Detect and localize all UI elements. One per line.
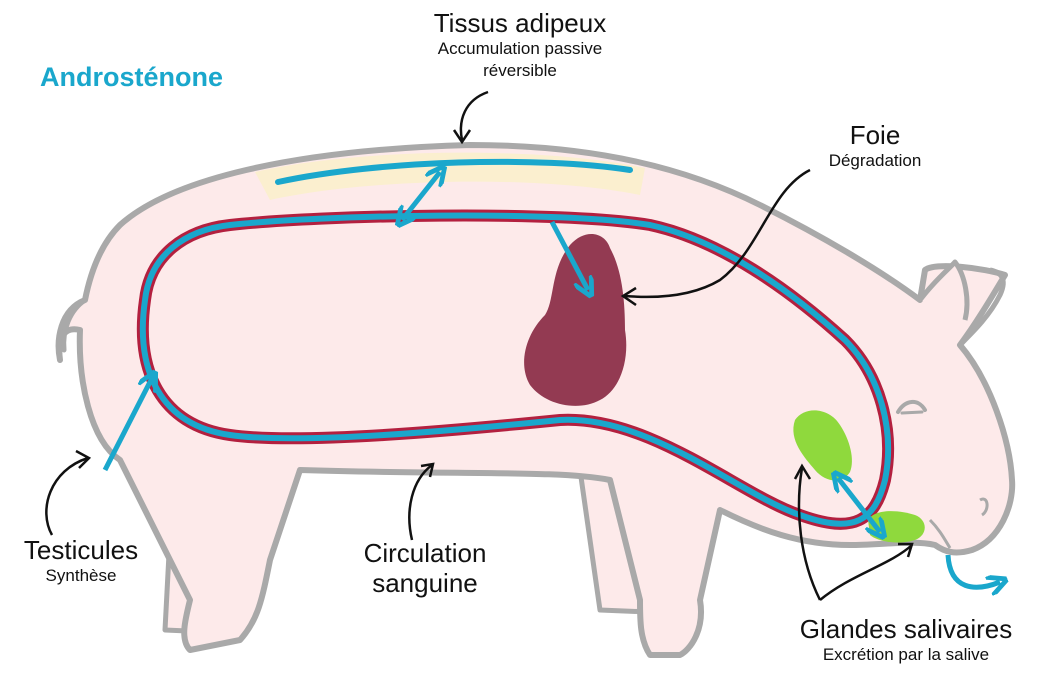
fat-sublabel-1: Accumulation passive xyxy=(420,38,620,60)
liver-label-group: Foie Dégradation xyxy=(800,120,950,172)
pointer-fat xyxy=(461,92,488,140)
blood-label-1: Circulation xyxy=(340,538,510,568)
glands-label: Glandes salivaires xyxy=(768,614,1044,644)
fat-sublabel-2: réversible xyxy=(420,60,620,82)
pig-eye-lid xyxy=(902,412,922,413)
blood-label-group: Circulation sanguine xyxy=(340,538,510,598)
blood-label-2: sanguine xyxy=(340,568,510,598)
pointer-blood xyxy=(409,465,432,540)
testes-label: Testicules xyxy=(2,535,160,565)
testes-label-group: Testicules Synthèse xyxy=(2,535,160,587)
liver-sublabel: Dégradation xyxy=(800,150,950,172)
pointer-testes xyxy=(46,458,88,535)
diagram-title: Androsténone xyxy=(40,62,223,93)
fat-label-group: Tissus adipeux Accumulation passive réve… xyxy=(420,8,620,82)
arrow-saliva-excretion xyxy=(948,555,1000,587)
fat-label: Tissus adipeux xyxy=(420,8,620,38)
glands-label-group: Glandes salivaires Excrétion par la sali… xyxy=(768,614,1044,666)
pointer-gland-lower xyxy=(820,545,912,600)
liver-label: Foie xyxy=(800,120,950,150)
glands-sublabel: Excrétion par la salive xyxy=(768,644,1044,666)
testes-sublabel: Synthèse xyxy=(2,565,160,587)
